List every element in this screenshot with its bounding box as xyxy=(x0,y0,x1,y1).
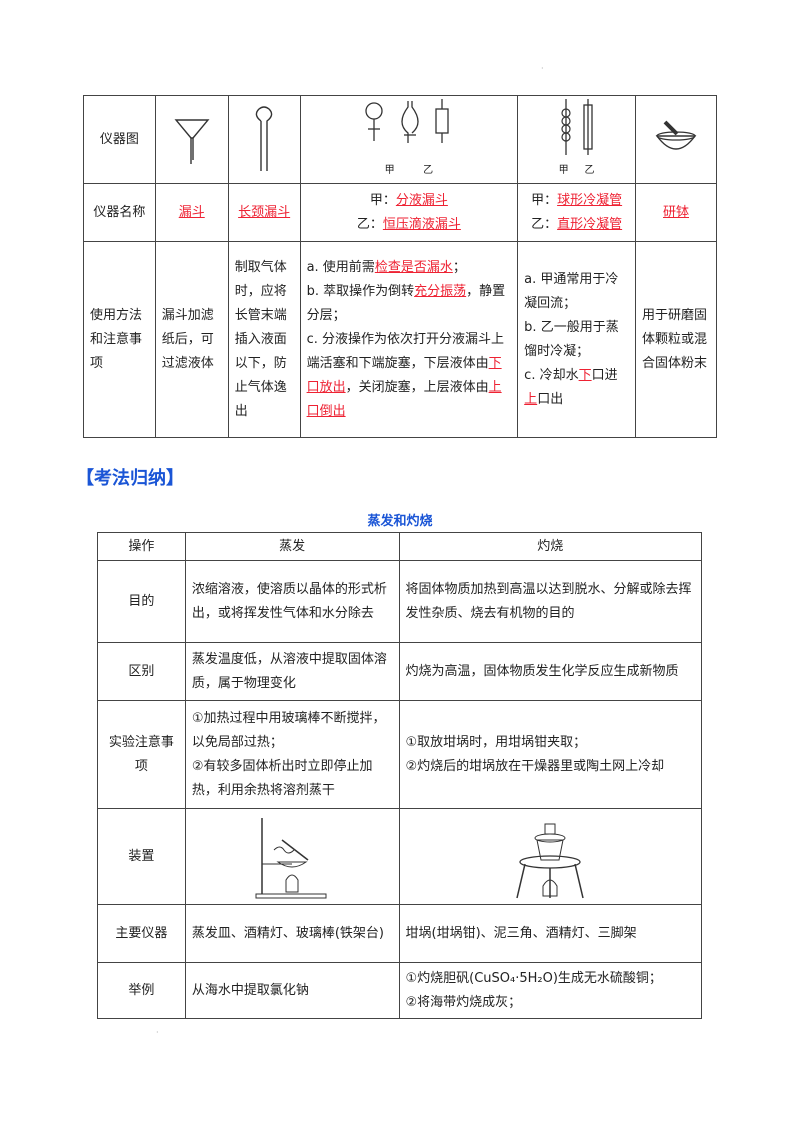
row-label: 目的 xyxy=(97,560,186,643)
name-long-neck-funnel: 长颈漏斗 xyxy=(238,204,291,220)
row-header: 仪器图 xyxy=(83,95,156,184)
evaporation-apparatus-image xyxy=(184,808,400,905)
table-row: 区别 蒸发温度低，从溶液中提取固体溶质，属于物理变化 灼烧为高温，固体物质发生化… xyxy=(97,642,702,701)
burning-apparatus-image xyxy=(398,808,702,905)
name-condenser: 甲：球形冷凝管 乙：直形冷凝管 xyxy=(517,183,637,242)
table-row: 实验注意事项 ①加热过程中用玻璃棒不断搅拌，以免局部过热；②有较多固体析出时立即… xyxy=(97,700,702,809)
cell-evap: 蒸发皿、酒精灯、玻璃棒(铁架台) xyxy=(184,904,400,963)
usage-separatory: a. 使用前需检查是否漏水； b. 萃取操作为倒转充分振荡，静置分层； c. 分… xyxy=(299,241,519,438)
name-separatory: 甲：分液漏斗 乙：恒压滴液漏斗 xyxy=(299,183,519,242)
row-header: 使用方法和注意事项 xyxy=(83,241,156,438)
table-row: 仪器图 甲 乙 甲 乙 xyxy=(83,95,717,184)
cell-evap: ①加热过程中用玻璃棒不断搅拌，以免局部过热；②有较多固体析出时立即停止加热，利用… xyxy=(184,700,400,809)
cell-burn: 灼烧为高温，固体物质发生化学反应生成新物质 xyxy=(398,642,702,701)
mortar-image xyxy=(635,95,717,184)
usage-condenser: a. 甲通常用于冷凝回流； b. 乙一般用于蒸馏时冷凝； c. 冷却水下口进上口… xyxy=(517,241,637,438)
scan-dot: · xyxy=(541,64,544,73)
table-row: 装置 xyxy=(97,808,702,905)
table-row: 举例 从海水中提取氯化钠 ①灼烧胆矾(CuSO₄·5H₂O)生成无水硫酸铜；②将… xyxy=(97,962,702,1019)
row-label: 装置 xyxy=(97,808,186,905)
header-evaporation: 蒸发 xyxy=(184,532,400,561)
evaporation-burning-table: 操作 蒸发 灼烧 目的 浓缩溶液，使溶质以晶体的形式析出，或将挥发性气体和水分除… xyxy=(97,532,702,1019)
header-burning: 灼烧 xyxy=(398,532,702,561)
label-yi: 乙 xyxy=(584,164,595,176)
scan-dot: · xyxy=(156,1028,159,1037)
table-row: 使用方法和注意事项 漏斗加滤纸后，可过滤液体 制取气体时，应将长管末端插入液面以… xyxy=(83,241,717,438)
table-row: 主要仪器 蒸发皿、酒精灯、玻璃棒(铁架台) 坩埚(坩埚钳)、泥三角、酒精灯、三脚… xyxy=(97,904,702,963)
row-header: 仪器名称 xyxy=(83,183,156,242)
cell-burn: ①取放坩埚时，用坩埚钳夹取；②灼烧后的坩埚放在干燥器里或陶土网上冷却 xyxy=(398,700,702,809)
table-row: 仪器名称 漏斗 长颈漏斗 甲：分液漏斗 乙：恒压滴液漏斗 甲：球形冷凝管 乙：直… xyxy=(83,183,717,242)
cell-evap: 浓缩溶液，使溶质以晶体的形式析出，或将挥发性气体和水分除去 xyxy=(184,560,400,643)
usage-funnel: 漏斗加滤纸后，可过滤液体 xyxy=(154,241,229,438)
table-header-row: 操作 蒸发 灼烧 xyxy=(97,532,702,561)
long-neck-funnel-image xyxy=(227,95,301,184)
usage-long-neck-funnel: 制取气体时，应将长管末端插入液面以下，防止气体逸出 xyxy=(227,241,301,438)
label-jia: 甲 xyxy=(558,164,569,176)
row-label: 举例 xyxy=(97,962,186,1019)
condenser-image: 甲 乙 xyxy=(517,95,637,184)
cell-burn: ①灼烧胆矾(CuSO₄·5H₂O)生成无水硫酸铜；②将海带灼烧成灰； xyxy=(398,962,702,1019)
table-caption: 蒸发和灼烧 xyxy=(367,514,433,529)
section-title: 【考法归纳】 xyxy=(76,468,184,489)
label-jia: 甲 xyxy=(384,164,395,176)
funnel-image xyxy=(154,95,229,184)
name-funnel: 漏斗 xyxy=(178,204,205,220)
usage-mortar: 用于研磨固体颗粒或混合固体粉末 xyxy=(635,241,717,438)
cell-evap: 从海水中提取氯化钠 xyxy=(184,962,400,1019)
label-yi: 乙 xyxy=(423,164,434,176)
name-mortar: 研钵 xyxy=(663,204,690,220)
table-row: 目的 浓缩溶液，使溶质以晶体的形式析出，或将挥发性气体和水分除去 将固体物质加热… xyxy=(97,560,702,643)
separatory-funnel-image: 甲 乙 xyxy=(299,95,519,184)
row-label: 实验注意事项 xyxy=(97,700,186,809)
cell-burn: 将固体物质加热到高温以达到脱水、分解或除去挥发性杂质、烧去有机物的目的 xyxy=(398,560,702,643)
cell-burn: 坩埚(坩埚钳)、泥三角、酒精灯、三脚架 xyxy=(398,904,702,963)
cell-evap: 蒸发温度低，从溶液中提取固体溶质，属于物理变化 xyxy=(184,642,400,701)
row-label: 主要仪器 xyxy=(97,904,186,963)
row-label: 区别 xyxy=(97,642,186,701)
header-operation: 操作 xyxy=(97,532,186,561)
instrument-table: 仪器图 甲 乙 甲 乙 仪器名称 漏斗 长颈漏斗 甲：分液漏斗 乙：恒压滴液漏斗 xyxy=(83,95,717,438)
